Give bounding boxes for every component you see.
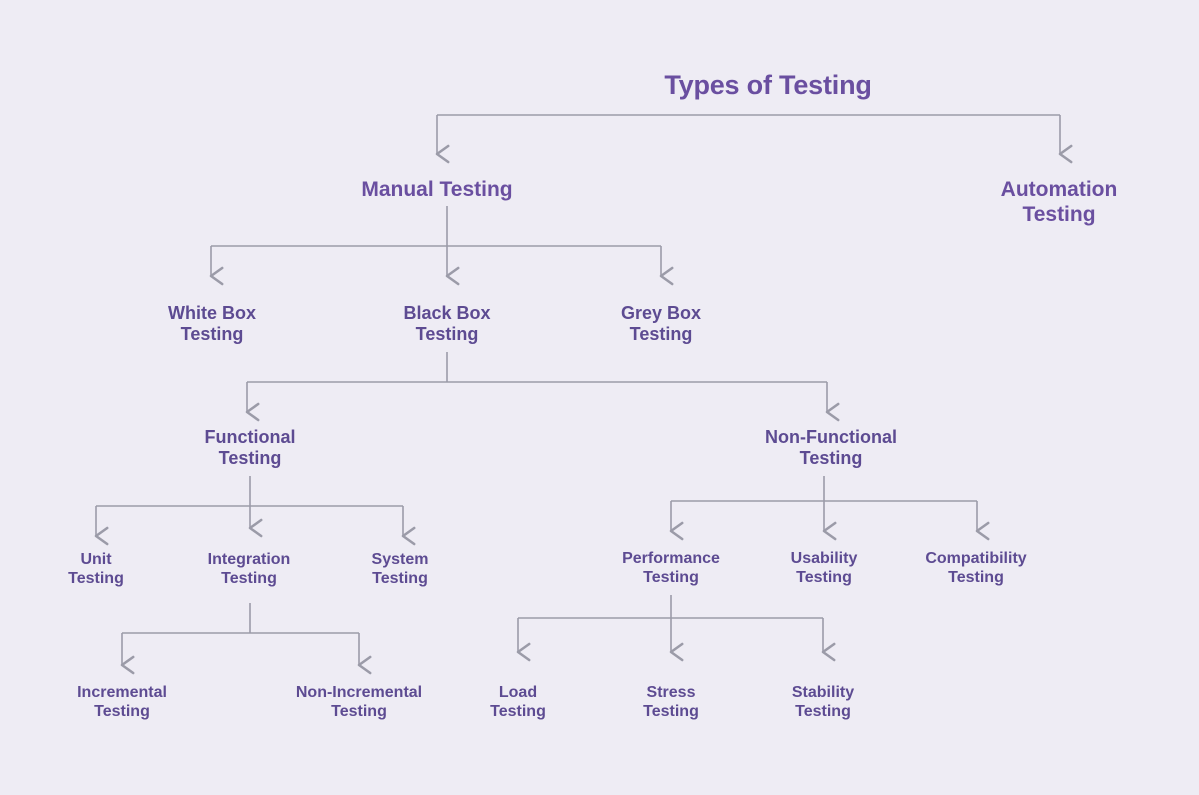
node-compatibility-testing: Compatibility Testing xyxy=(925,550,1027,586)
node-incremental-testing: Incremental Testing xyxy=(77,684,167,720)
node-performance-testing: Performance Testing xyxy=(622,550,720,586)
node-load-testing: Load Testing xyxy=(490,684,546,720)
node-unit-testing: Unit Testing xyxy=(68,551,124,587)
node-manual-testing: Manual Testing xyxy=(361,178,513,201)
node-functional-testing: Functional Testing xyxy=(204,427,296,469)
node-automation-testing: Automation Testing xyxy=(1000,178,1118,226)
node-non-incremental-testing: Non-Incremental Testing xyxy=(295,684,423,720)
node-usability-testing: Usability Testing xyxy=(790,550,858,586)
node-non-functional-testing: Non-Functional Testing xyxy=(765,427,897,469)
node-grey-box-testing: Grey Box Testing xyxy=(620,303,702,345)
node-stress-testing: Stress Testing xyxy=(643,684,699,720)
node-types-of-testing: Types of Testing xyxy=(664,70,872,100)
node-stability-testing: Stability Testing xyxy=(791,684,855,720)
node-integration-testing: Integration Testing xyxy=(207,551,291,587)
node-black-box-testing: Black Box Testing xyxy=(403,303,491,345)
node-white-box-testing: White Box Testing xyxy=(168,303,256,345)
node-system-testing: System Testing xyxy=(371,551,429,587)
